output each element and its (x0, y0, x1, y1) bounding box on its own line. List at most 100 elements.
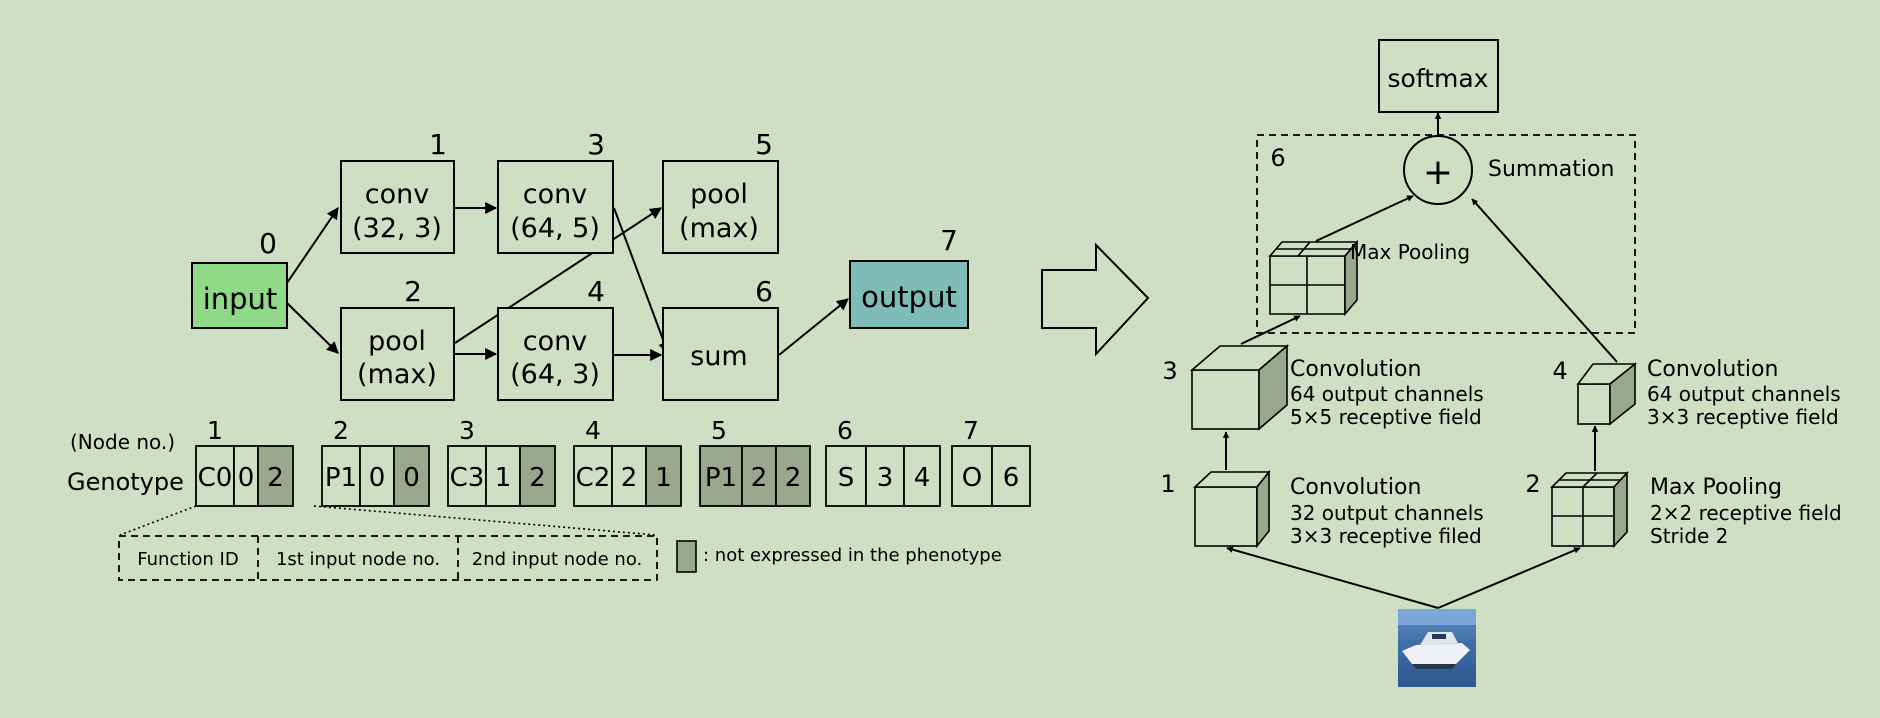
gene-cell-value: P1 (705, 463, 737, 493)
maxpool2-field: 2×2 receptive field (1650, 501, 1842, 525)
node-input (191, 262, 288, 329)
node-input-label: input (203, 282, 278, 316)
not-expressed-label: : not expressed in the phenotype (703, 545, 1002, 566)
edge-3-6 (613, 207, 670, 355)
node-pool-5 (662, 160, 779, 254)
conv4-number: 4 (1552, 357, 1567, 385)
node-input-number: 0 (259, 227, 277, 260)
summation-label: Summation (1488, 157, 1614, 182)
gene-number: 5 (711, 416, 727, 445)
conv4-channels: 64 output channels (1647, 382, 1841, 406)
maxpool2-title: Max Pooling (1650, 475, 1782, 500)
gene-cell-value: S (838, 463, 855, 493)
conv3-cube (1189, 344, 1290, 431)
gene-cell (611, 445, 647, 507)
gene-cell (991, 445, 1031, 507)
node-sum-6 (662, 307, 779, 401)
gene-cell (903, 445, 941, 507)
node-pool-5-label: pool (690, 179, 748, 210)
gene-cell-value: 2 (267, 463, 284, 493)
gene-cell-value: O (962, 463, 982, 493)
gene-number: 2 (333, 416, 349, 445)
phenotype-graph: input 0 conv (32, 3) 1 pool (max) 2 conv… (191, 128, 969, 401)
node-conv-3-label: conv (523, 179, 587, 210)
node-conv-4 (497, 307, 614, 401)
zoom-line-left (119, 505, 197, 536)
node-no-label: (Node no.) (70, 430, 175, 454)
edge-image-maxpool2 (1437, 547, 1581, 609)
node-pool-2-params: (max) (357, 359, 437, 390)
node-pool-2-label: pool (368, 326, 426, 357)
node-conv-4-params: (64, 3) (510, 359, 600, 390)
gene-cell-value: P1 (325, 463, 357, 493)
node-conv-3-params: (64, 5) (510, 213, 600, 244)
gene-field-legend (118, 535, 658, 581)
node-pool-2 (340, 307, 455, 401)
gene-cell (573, 445, 613, 507)
edge-6-7 (778, 298, 849, 356)
node-output (849, 260, 969, 329)
gene-cell-value: 0 (369, 463, 386, 493)
gene-cell-value: C2 (576, 463, 611, 493)
zoom-line-right (313, 505, 657, 536)
node-output-number: 7 (940, 224, 958, 257)
gene-cell-unexpressed (775, 445, 811, 507)
gene-cell-unexpressed (257, 445, 294, 507)
gene-cell-unexpressed (519, 445, 556, 507)
plus-icon: + (1423, 152, 1453, 193)
gene-cell-unexpressed (393, 445, 430, 507)
gene-cell-value: 0 (403, 463, 420, 493)
gene-number: 3 (459, 416, 475, 445)
gene-cell (825, 445, 867, 507)
gene-number: 6 (837, 416, 853, 445)
gene-cell-value: 3 (877, 463, 894, 493)
gene-cell-value: C0 (198, 463, 233, 493)
conv4-cube (1576, 362, 1638, 426)
gene-number: 7 (963, 416, 979, 445)
conv3-number: 3 (1162, 357, 1177, 385)
conv3-title: Convolution (1290, 357, 1421, 382)
node-conv-1 (340, 160, 455, 254)
edge-conv3-maxpool (1240, 315, 1301, 345)
network-diagram: 6 softmax + Summation Max Pooling 3 Conv… (1160, 39, 1842, 687)
conv1-number: 1 (1160, 470, 1175, 498)
node-sum-6-number: 6 (755, 275, 773, 308)
edge-maxpool-sum (1315, 195, 1414, 242)
node-pool-5-params: (max) (679, 213, 759, 244)
conv4-field: 3×3 receptive field (1647, 405, 1839, 429)
node-output-label: output (861, 280, 957, 314)
maxpool-top-cube (1268, 239, 1359, 317)
maxpool2-number: 2 (1525, 470, 1540, 498)
not-expressed-swatch (676, 540, 697, 573)
first-input-label: 1st input node no. (276, 549, 440, 570)
node-pool-5-number: 5 (755, 128, 773, 161)
maxpool-top-label: Max Pooling (1350, 240, 1470, 264)
edge-2-5 (454, 207, 663, 344)
gene-cell (233, 445, 259, 507)
gene-cell-value: C3 (450, 463, 485, 493)
node-conv-1-label: conv (365, 179, 429, 210)
gene-cell-unexpressed (645, 445, 682, 507)
softmax-box (1378, 39, 1499, 113)
node-conv-3-number: 3 (587, 128, 605, 161)
edge-conv4-sum (1471, 198, 1618, 363)
node-pool-2-number: 2 (404, 275, 422, 308)
edge-0-1 (286, 207, 339, 284)
gene-cell-value: 2 (529, 463, 546, 493)
gene-number: 4 (585, 416, 601, 445)
conv3-field: 5×5 receptive field (1290, 405, 1482, 429)
gene-cell-value: 6 (1003, 463, 1020, 493)
conv4-title: Convolution (1647, 357, 1778, 382)
softmax-label: softmax (1388, 64, 1489, 93)
gene-cell-value: 1 (495, 463, 512, 493)
edge-image-conv1 (1226, 546, 1439, 609)
node-conv-1-number: 1 (429, 128, 447, 161)
gene-cell (321, 445, 361, 507)
node-conv-4-number: 4 (587, 275, 605, 308)
second-input-label: 2nd input node no. (472, 549, 643, 570)
node-conv-1-params: (32, 3) (352, 213, 442, 244)
gene-cell (951, 445, 993, 507)
conv3-channels: 64 output channels (1290, 382, 1484, 406)
